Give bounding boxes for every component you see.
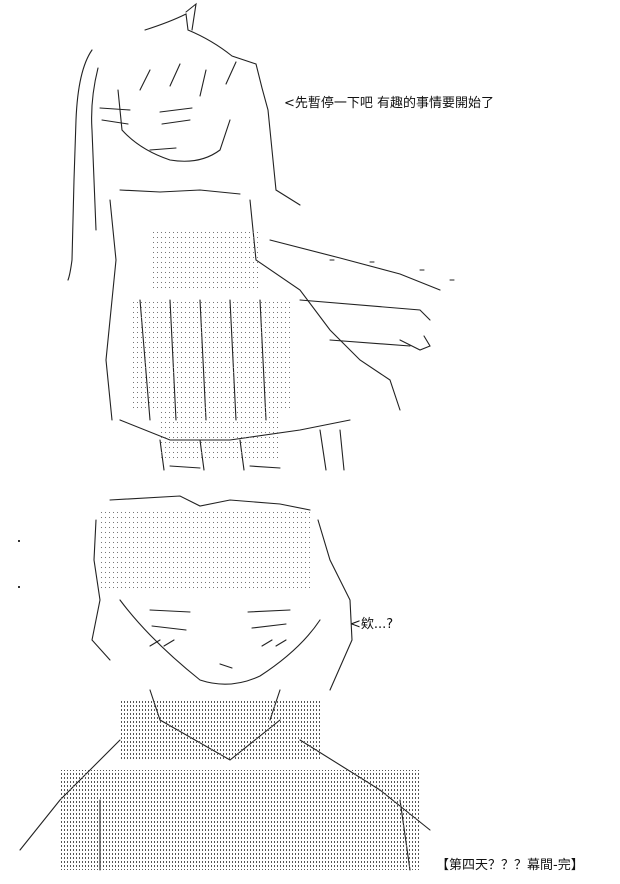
hair-left-lower (91, 519, 111, 661)
lower-texture (60, 510, 420, 870)
sleeve-lines (299, 299, 431, 347)
body-left (105, 199, 117, 421)
texture-block (60, 770, 420, 870)
right-eye-lower (247, 609, 291, 629)
left-eye-lower (149, 609, 191, 631)
neck-collar (119, 189, 241, 195)
speech-text-pause: <先暫停一下吧 有趣的事情要開始了 (284, 96, 495, 111)
texture-block (130, 300, 290, 410)
upper-texture (130, 230, 290, 460)
texture-block (150, 230, 260, 290)
face-lower (119, 599, 321, 685)
hair-top-lower (109, 495, 311, 511)
left-eye (99, 107, 131, 125)
hair-left-outline (67, 49, 93, 281)
hair-right-outline (255, 63, 301, 206)
chapter-end-caption: 【第四天？？？幕間-完】 (436, 858, 584, 873)
mouth-lower (219, 663, 233, 669)
arm-right (269, 239, 441, 291)
speech-text-eh: <欸...? (350, 617, 394, 632)
right-eye (159, 107, 193, 125)
ahoge (185, 2, 197, 31)
hair-strands (139, 61, 237, 97)
right-hand (399, 335, 431, 351)
blush-lines (149, 639, 287, 647)
texture-block (160, 410, 280, 460)
feet (169, 465, 281, 469)
texture-block (100, 510, 310, 590)
face-outline (117, 89, 231, 162)
hair-right-lower (317, 519, 353, 691)
texture-block (120, 700, 320, 760)
margin-dot (18, 586, 20, 588)
mouth (149, 147, 177, 151)
hair-left-inner (91, 67, 99, 231)
margin-dot (18, 540, 20, 542)
floor-dots (329, 259, 455, 281)
hair-top (144, 13, 257, 65)
